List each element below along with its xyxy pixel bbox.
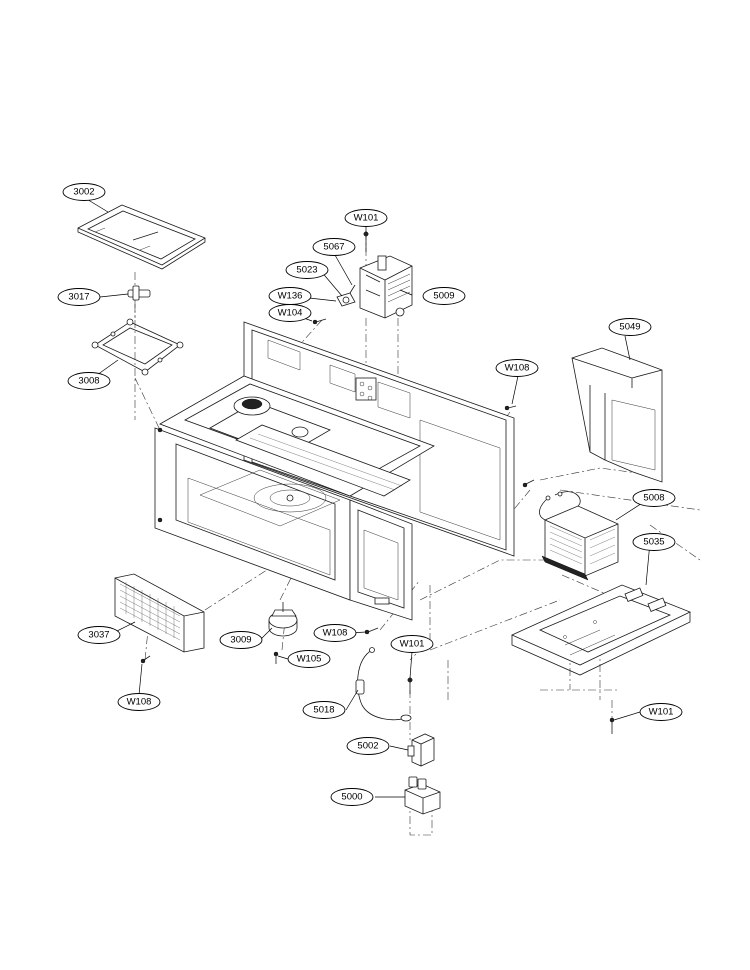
callout-w101-bottom: W101	[639, 703, 683, 721]
callout-w108-middle: W108	[313, 624, 357, 642]
callout-w104: W104	[268, 304, 312, 322]
callout-w105: W105	[287, 650, 331, 668]
callout-5002-label: 5002	[357, 741, 378, 752]
coupler-3017	[127, 285, 151, 301]
callout-w136: W136	[268, 287, 312, 305]
callout-5049: 5049	[608, 318, 652, 336]
callout-w101-middle: W101	[390, 635, 434, 653]
callout-5035: 5035	[632, 533, 676, 551]
callout-w136-label: W136	[278, 291, 303, 302]
callout-5035-label: 5035	[643, 537, 664, 548]
bracket-5002	[407, 733, 435, 767]
callout-5008-label: 5008	[643, 493, 664, 504]
callout-5067-label: 5067	[323, 242, 344, 253]
callout-5018: 5018	[302, 701, 346, 719]
turntable-motor-3009	[268, 602, 298, 664]
callout-w101-bottom-label: W101	[649, 707, 674, 718]
magnetron-5009	[359, 255, 413, 319]
callout-3008: 3008	[67, 372, 111, 390]
callout-5018-label: 5018	[313, 705, 334, 716]
callout-3037: 3037	[77, 626, 121, 644]
callout-w101-middle-label: W101	[400, 639, 425, 650]
callout-5009-label: 5009	[433, 291, 454, 302]
callout-w104-label: W104	[278, 308, 303, 319]
callout-3009: 3009	[219, 631, 263, 649]
callout-5067: 5067	[312, 238, 356, 256]
wire-harness-5018	[355, 647, 413, 722]
glass-tray-3002	[77, 204, 206, 270]
screws-w108	[364, 405, 535, 635]
callout-5002: 5002	[346, 737, 390, 755]
callout-w101-top-label: W101	[354, 213, 379, 224]
callout-3008-label: 3008	[78, 376, 99, 387]
base-plate-5035	[511, 584, 691, 734]
callout-3017: 3017	[57, 288, 101, 306]
callout-w101-top: W101	[344, 209, 388, 227]
callout-3037-label: 3037	[88, 630, 109, 641]
callout-5049-label: 5049	[619, 322, 640, 333]
callout-5000-label: 5000	[341, 792, 362, 803]
roller-ring-3008	[91, 318, 184, 376]
callout-w108-right: W108	[495, 359, 539, 377]
callout-5023: 5023	[285, 261, 329, 279]
shield-5049	[571, 347, 663, 483]
transformer-5008	[539, 491, 619, 581]
vent-grille-3037	[114, 573, 205, 664]
callout-w105-label: W105	[297, 654, 322, 665]
fuse-holder-5000	[404, 776, 441, 815]
callout-w108-middle-label: W108	[323, 628, 348, 639]
thermostat-5023	[336, 284, 356, 307]
callout-w108-left: W108	[117, 693, 161, 711]
callout-3002: 3002	[62, 183, 106, 201]
callout-w108-right-label: W108	[505, 363, 530, 374]
callout-3009-label: 3009	[230, 635, 251, 646]
callout-5000: 5000	[330, 788, 374, 806]
callout-5009: 5009	[422, 287, 466, 305]
callout-w108-left-label: W108	[127, 697, 152, 708]
callout-3017-label: 3017	[68, 292, 89, 303]
callout-5023-label: 5023	[296, 265, 317, 276]
cavity-chassis	[154, 321, 515, 621]
callout-5008: 5008	[632, 489, 676, 507]
callout-3002-label: 3002	[73, 187, 94, 198]
